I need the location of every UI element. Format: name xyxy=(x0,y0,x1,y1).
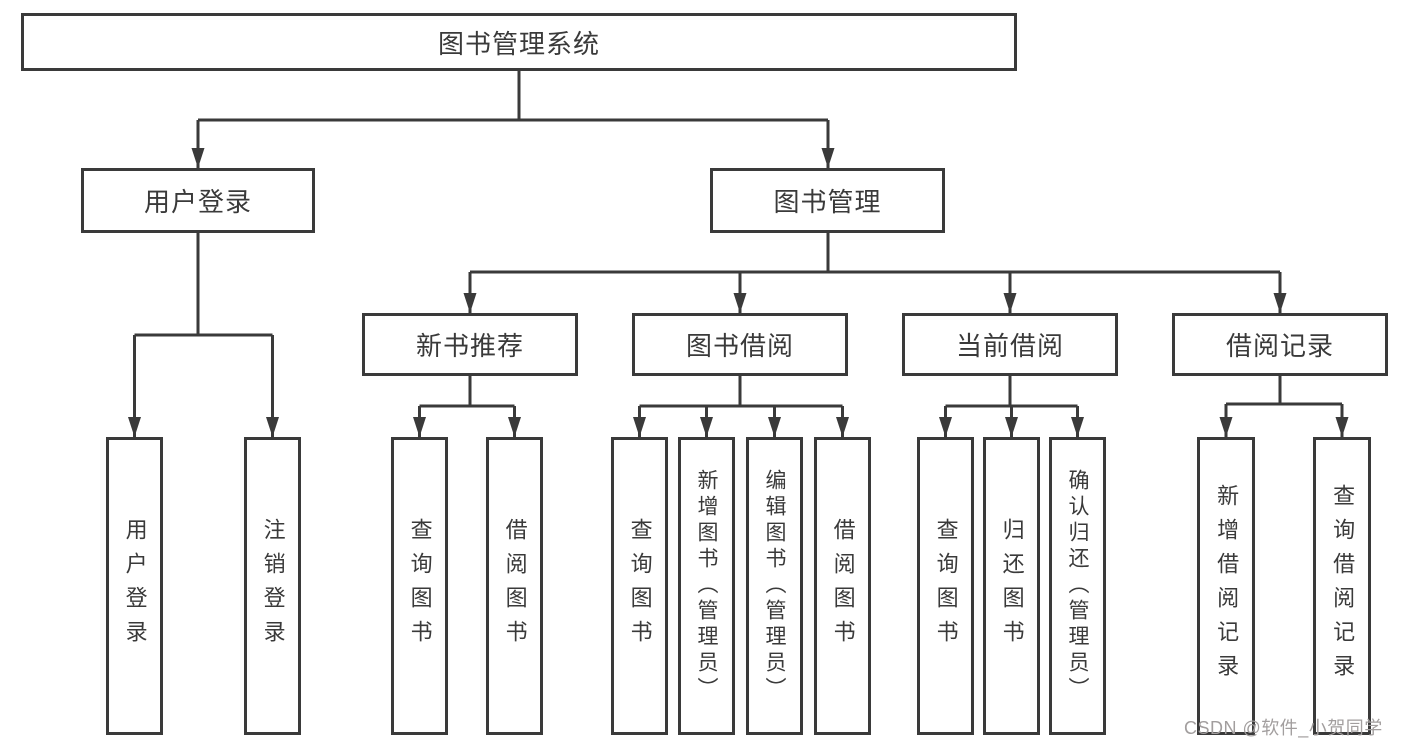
leaf-user-login: 用户登录 xyxy=(106,437,163,735)
leaf-confirm-return-admin-label: 确认归还（管理员） xyxy=(1066,469,1090,703)
leaf-newbook-query-books-label: 查询图书 xyxy=(407,518,433,654)
leaf-add-borrow-record-label: 新增借阅记录 xyxy=(1214,484,1240,688)
leaf-borrowing-query-books-label: 查询图书 xyxy=(627,518,653,654)
leaf-logout-label: 注销登录 xyxy=(260,518,286,654)
leaf-edit-book-admin: 编辑图书（管理员） xyxy=(746,437,803,735)
leaf-current-query-books-label: 查询图书 xyxy=(933,518,959,654)
node-book-borrowing: 图书借阅 xyxy=(632,313,848,376)
node-root-system-label: 图书管理系统 xyxy=(437,28,600,59)
leaf-add-book-admin: 新增图书（管理员） xyxy=(678,437,735,735)
leaf-add-book-admin-label: 新增图书（管理员） xyxy=(695,469,719,703)
node-user-login-label: 用户登录 xyxy=(143,187,252,217)
node-user-login: 用户登录 xyxy=(81,168,315,233)
leaf-borrowing-borrow-books: 借阅图书 xyxy=(814,437,871,735)
leaf-query-borrow-record-label: 查询借阅记录 xyxy=(1330,484,1356,688)
node-root-system: 图书管理系统 xyxy=(21,13,1017,71)
leaf-current-query-books: 查询图书 xyxy=(917,437,974,735)
leaf-newbook-borrow-books: 借阅图书 xyxy=(486,437,543,735)
leaf-return-books-label: 归还图书 xyxy=(999,518,1025,654)
leaf-add-borrow-record: 新增借阅记录 xyxy=(1197,437,1255,735)
leaf-borrowing-borrow-books-label: 借阅图书 xyxy=(830,518,856,654)
node-current-borrowing-label: 当前借阅 xyxy=(955,331,1064,361)
node-borrowing-records: 借阅记录 xyxy=(1172,313,1388,376)
node-new-book-recommend-label: 新书推荐 xyxy=(415,331,524,361)
leaf-return-books: 归还图书 xyxy=(983,437,1040,735)
leaf-edit-book-admin-label: 编辑图书（管理员） xyxy=(763,469,787,703)
node-new-book-recommend: 新书推荐 xyxy=(362,313,578,376)
leaf-borrowing-query-books: 查询图书 xyxy=(611,437,668,735)
leaf-newbook-query-books: 查询图书 xyxy=(391,437,448,735)
leaf-logout: 注销登录 xyxy=(244,437,301,735)
leaf-user-login-label: 用户登录 xyxy=(122,518,148,654)
node-current-borrowing: 当前借阅 xyxy=(902,313,1118,376)
node-borrowing-records-label: 借阅记录 xyxy=(1225,331,1334,361)
leaf-query-borrow-record: 查询借阅记录 xyxy=(1313,437,1371,735)
node-book-management: 图书管理 xyxy=(710,168,945,233)
csdn-watermark: CSDN @软件_小贺同学 xyxy=(1184,718,1383,738)
node-book-management-label: 图书管理 xyxy=(773,187,882,217)
leaf-confirm-return-admin: 确认归还（管理员） xyxy=(1049,437,1106,735)
leaf-newbook-borrow-books-label: 借阅图书 xyxy=(502,518,528,654)
node-book-borrowing-label: 图书借阅 xyxy=(685,331,794,361)
